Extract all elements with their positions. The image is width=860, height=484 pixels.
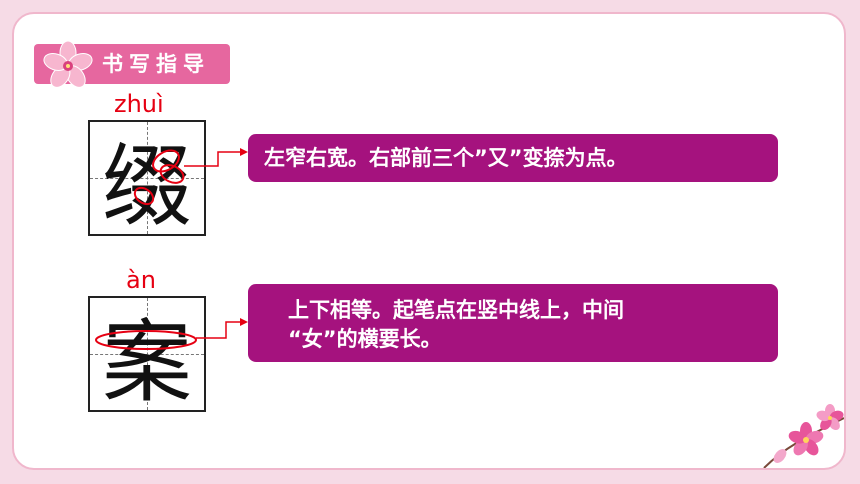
pinyin-an: àn (126, 266, 156, 294)
tianzige-box-zhui: 缀 (88, 120, 206, 239)
grid-vertical-guide (147, 122, 148, 234)
pinyin-zhui: zhuì (114, 90, 164, 118)
grid-vertical-guide (147, 298, 148, 410)
section-title: 书写指导 (102, 52, 210, 76)
highlight-loop-1 (152, 149, 180, 173)
highlight-ellipse (95, 330, 197, 350)
character-an: 案 (102, 310, 192, 415)
note-an-line-1: 上下相等。起笔点在竖中线上，中间 (288, 298, 624, 322)
section-badge: 书写指导 (34, 40, 230, 88)
connector-arrow-1 (184, 151, 242, 167)
flower-icon (43, 40, 93, 88)
annotation-overlay (95, 148, 248, 350)
highlight-loop-3 (133, 186, 155, 206)
corner-flowers-decoration (763, 404, 844, 468)
highlight-loop-2 (159, 164, 185, 184)
connector-arrow-2 (196, 321, 242, 339)
note-zhui: 左窄右宽。右部前三个”又”变捺为点。 (248, 134, 778, 182)
tianzige-box-an: 案 (88, 296, 206, 415)
arrowhead-2 (240, 318, 248, 326)
note-an-line-2: “女”的横要长。 (288, 327, 442, 351)
arrowhead-1 (240, 148, 248, 156)
note-an: 上下相等。起笔点在竖中线上，中间 “女”的横要长。 (248, 284, 778, 362)
slide-frame: 书写指导 zhuì 缀 左窄右宽。右部前三个”又”变捺为点。 àn 案 上下相等… (12, 12, 846, 470)
